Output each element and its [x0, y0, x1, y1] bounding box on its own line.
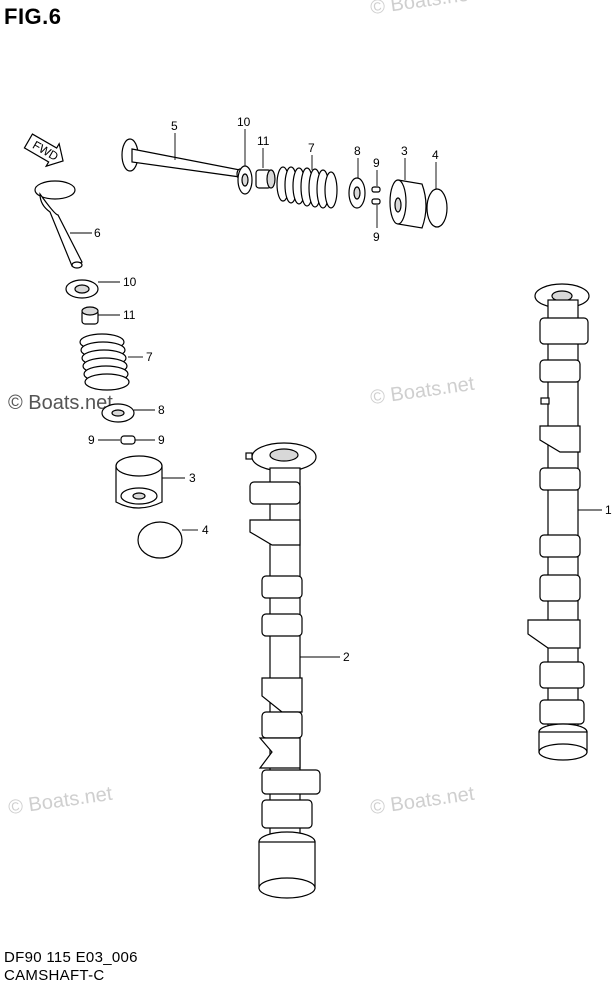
spring-part-7: [79, 333, 130, 391]
callout-7: 7: [146, 350, 153, 364]
valve-part-5: [121, 138, 244, 180]
callout-9: 9: [373, 156, 380, 170]
callout-8: 8: [158, 403, 165, 417]
diagram-name: CAMSHAFT-C: [4, 967, 105, 984]
callout-3: 3: [189, 471, 196, 485]
callout-9: 9: [88, 433, 95, 447]
tappet-part-3: [389, 179, 427, 229]
spring-seat-part-8-hole: [353, 186, 361, 200]
spring-part-7: [276, 166, 338, 209]
callout-7: 7: [308, 141, 315, 155]
cotter-part-9: [371, 198, 381, 205]
cotter-part-9: [120, 435, 136, 445]
callout-9: 9: [158, 433, 165, 447]
cotter-part-9: [371, 186, 381, 193]
callout-10: 10: [123, 275, 137, 289]
callout-1: 1: [605, 503, 612, 517]
callout-2: 2: [343, 650, 350, 664]
callout-8: 8: [354, 144, 361, 158]
valve-part-6: [34, 180, 83, 269]
tappet-part-3: [115, 455, 163, 509]
callout-6: 6: [94, 226, 101, 240]
callout-4: 4: [432, 148, 439, 162]
callout-10: 10: [237, 115, 251, 129]
shim-part-4: [426, 188, 448, 228]
callout-3: 3: [401, 144, 408, 158]
callout-11: 11: [123, 308, 136, 322]
retainer-part-10-hub: [74, 284, 90, 294]
figure-title: FIG.6: [4, 4, 62, 29]
diagram-code: DF90 115 E03_006: [4, 949, 138, 966]
camshaft-part-2: [245, 442, 321, 899]
fwd-arrow-icon: FWD: [23, 133, 64, 168]
callout-5: 5: [171, 119, 178, 133]
callout-4: 4: [202, 523, 209, 537]
callout-9: 9: [373, 230, 380, 244]
seal-part-11: [81, 306, 99, 325]
retainer-part-10-hub: [241, 173, 249, 187]
watermark: © Boats.net: [8, 392, 113, 414]
seal-part-11: [255, 169, 276, 189]
shim-part-4: [137, 521, 183, 559]
spring-seat-part-8-hole: [111, 409, 125, 417]
callout-11: 11: [257, 134, 270, 148]
camshaft-part-1: [527, 283, 590, 761]
